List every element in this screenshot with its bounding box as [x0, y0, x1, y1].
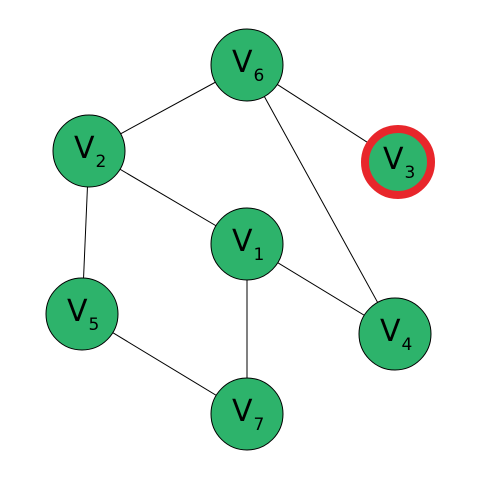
node-v4-circle — [358, 297, 432, 371]
node-v7: V7 — [210, 377, 284, 451]
node-v1: V1 — [210, 207, 284, 281]
node-v6: V6 — [210, 28, 284, 102]
node-v6-circle — [210, 28, 284, 102]
node-v5-label: V5 — [67, 294, 99, 335]
node-v4: V4 — [358, 297, 432, 371]
node-v2: V2 — [52, 114, 126, 188]
node-v5-circle — [45, 277, 119, 351]
node-v2-circle — [52, 114, 126, 188]
node-v1-circle — [210, 207, 284, 281]
node-v4-label: V4 — [380, 314, 412, 355]
node-v6-label: V6 — [232, 45, 264, 86]
node-v3-label: V3 — [383, 142, 415, 183]
edge-v6-v4 — [246, 64, 396, 335]
node-v3: V3 — [361, 125, 435, 199]
node-v1-label: V1 — [232, 224, 264, 265]
node-v7-circle — [210, 377, 284, 451]
node-v7-label: V7 — [232, 394, 264, 435]
node-v2-label: V2 — [74, 131, 106, 172]
node-v3-circle — [361, 125, 435, 199]
node-v5: V5 — [45, 277, 119, 351]
